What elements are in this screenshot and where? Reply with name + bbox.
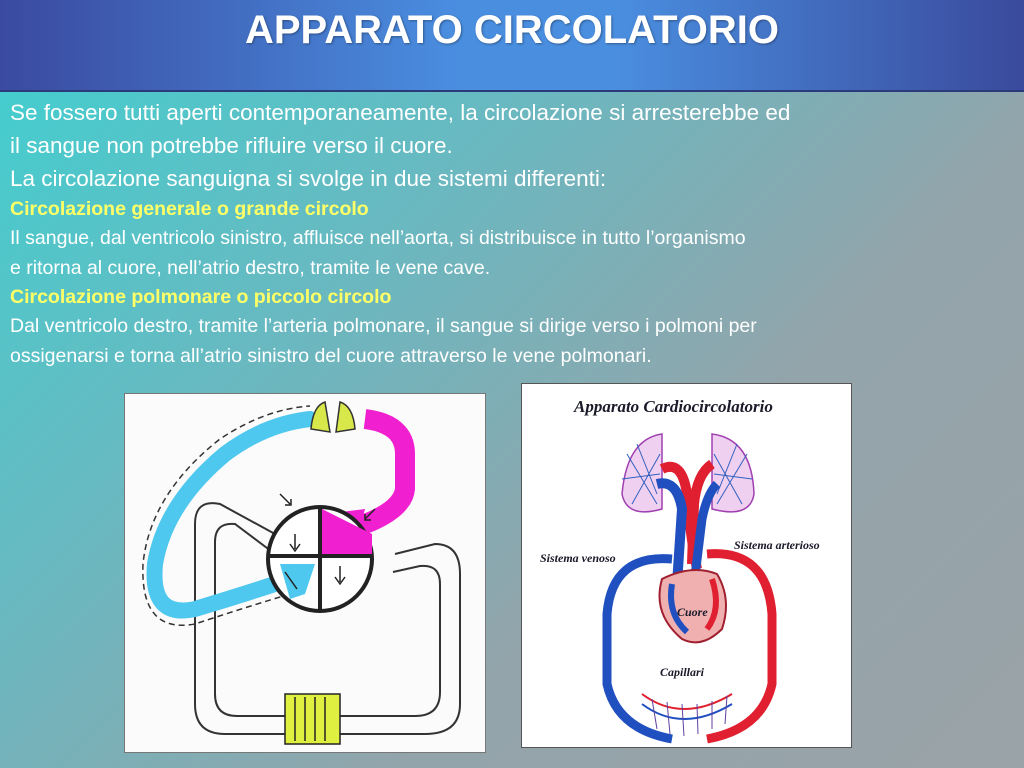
lungs-icon xyxy=(310,401,356,433)
circulation-schematic-image xyxy=(124,393,486,753)
pulmonary-circulation-line1: Dal ventricolo destro, tramite l’arteria… xyxy=(10,315,757,337)
paragraph-systems: La circolazione sanguigna si svolge in d… xyxy=(10,166,607,191)
general-circulation-line2: e ritorna al cuore, nell’atrio destro, t… xyxy=(10,257,491,279)
cardiocirculatory-image: Apparato Cardiocircolatorio Sistema xyxy=(521,383,852,748)
capillaries-icon xyxy=(284,693,341,745)
label-heart: Cuore xyxy=(677,605,708,619)
label-venous-system: Sistema venoso xyxy=(540,551,616,565)
slide-title: APPARATO CIRCOLATORIO xyxy=(244,8,780,52)
venous-system-path xyxy=(602,554,673,744)
slide-content: Se fossero tutti aperti contemporaneamen… xyxy=(10,96,1014,371)
pulmonary-vein-path-cyan xyxy=(146,411,318,619)
cardiocirculatory-svg: Apparato Cardiocircolatorio Sistema xyxy=(540,397,820,744)
paragraph-intro-line1: Se fossero tutti aperti contemporaneamen… xyxy=(10,100,791,125)
heading-pulmonary-circulation: Circolazione polmonare o piccolo circolo xyxy=(10,286,392,308)
heart-chambers-icon xyxy=(266,505,374,613)
label-capillaries: Capillari xyxy=(660,665,705,679)
pulmonary-artery-path-magenta xyxy=(336,409,415,542)
label-arterial-system: Sistema arterioso xyxy=(734,538,820,552)
pulmonary-circulation-line2: ossigenarsi e torna all’atrio sinistro d… xyxy=(10,345,652,367)
general-circulation-line1: Il sangue, dal ventricolo sinistro, affl… xyxy=(10,227,746,249)
heart-icon xyxy=(658,569,727,644)
lungs-icon xyxy=(621,433,755,513)
arterial-system-path xyxy=(706,549,777,744)
paragraph-intro-line2: il sangue non potrebbe rifluire verso il… xyxy=(10,133,453,158)
heading-general-circulation: Circolazione generale o grande circolo xyxy=(10,198,369,220)
capillaries-bed-icon xyxy=(641,693,733,737)
circulation-schematic-svg xyxy=(142,401,461,745)
title-bar: APPARATO CIRCOLATORIO xyxy=(0,0,1024,92)
diagram-title: Apparato Cardiocircolatorio xyxy=(573,397,773,416)
